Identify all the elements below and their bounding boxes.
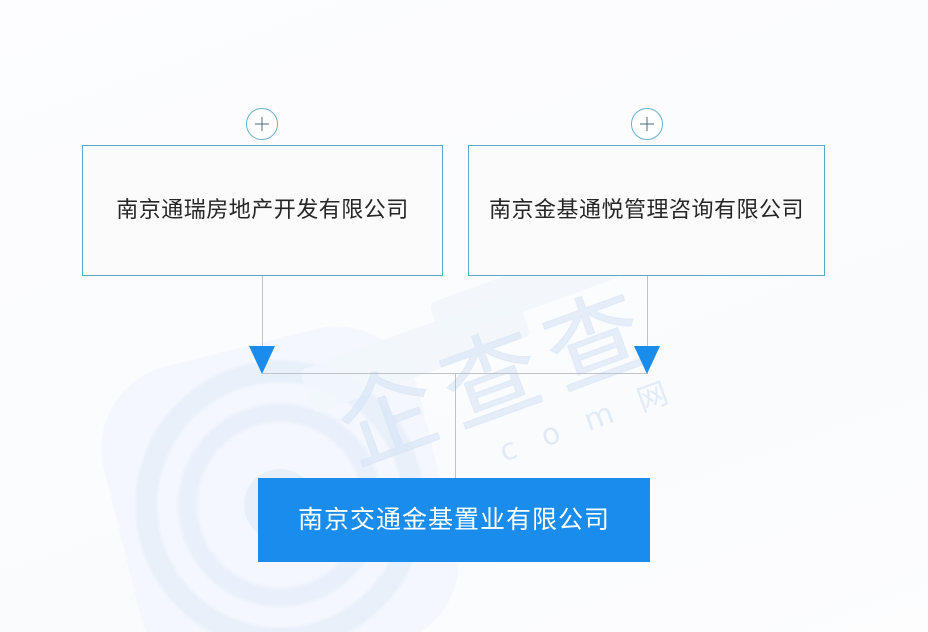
connector-left-vertical: [262, 276, 263, 346]
expand-button-right[interactable]: [631, 108, 663, 140]
arrow-down-icon-left: [249, 346, 275, 374]
node-parent-left-label: 南京通瑞房地产开发有限公司: [116, 197, 409, 223]
expand-button-left[interactable]: [246, 108, 278, 140]
watermark-strip-1: [299, 292, 531, 414]
connector-center-vertical: [455, 373, 456, 479]
watermark-subtext: c o m 网: [494, 373, 682, 470]
node-root-label: 南京交通金基置业有限公司: [297, 505, 610, 534]
node-root-company[interactable]: 南京交通金基置业有限公司: [258, 478, 650, 562]
node-parent-right-label: 南京金基通悦管理咨询有限公司: [488, 197, 804, 223]
watermark-logo-ring: [83, 308, 477, 632]
watermark-text: 企查查: [323, 268, 673, 487]
arrow-down-icon-right: [634, 346, 660, 374]
node-parent-left[interactable]: 南京通瑞房地产开发有限公司: [82, 145, 443, 276]
node-parent-right[interactable]: 南京金基通悦管理咨询有限公司: [468, 145, 825, 276]
connector-right-vertical: [647, 276, 648, 346]
